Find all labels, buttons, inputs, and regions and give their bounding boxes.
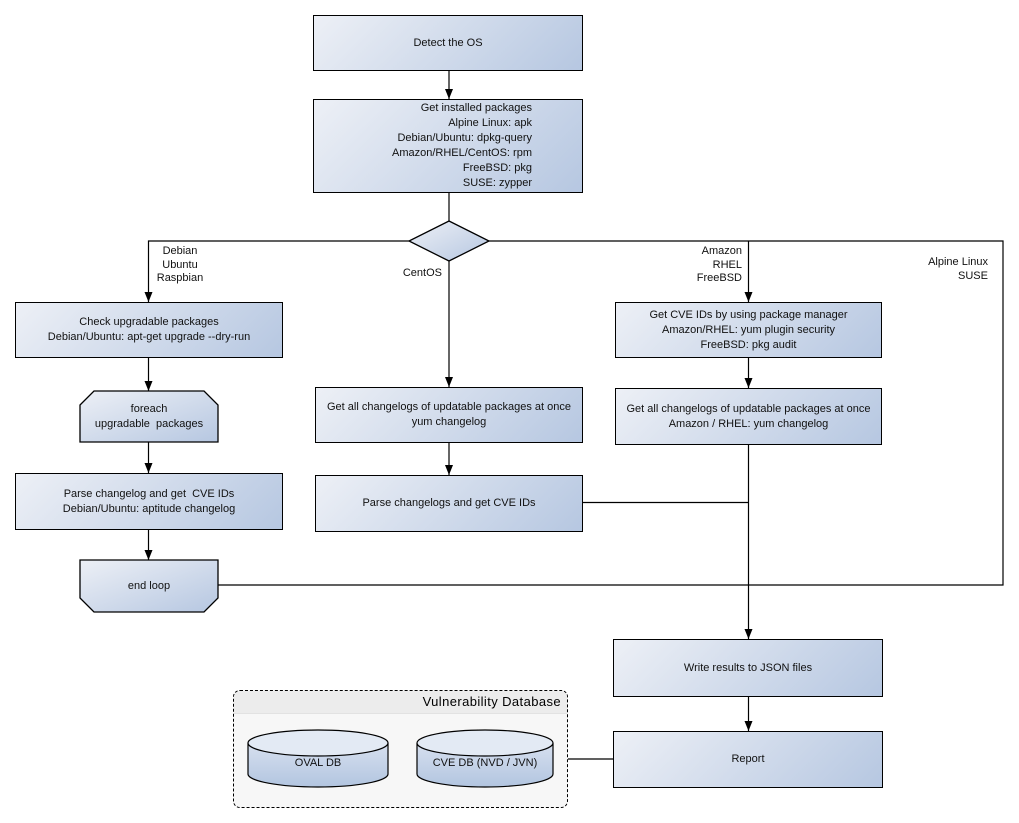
node-detect-os: Detect the OS (313, 15, 583, 71)
edge-label-debian-branch: Debian Ubuntu Raspbian (156, 245, 204, 284)
node-end-loop-label: end loop (127, 579, 171, 592)
cve-db-label: CVE DB (NVD / JVN) (432, 757, 538, 769)
node-foreach-loop-label: foreach upgradable packages (94, 402, 204, 430)
node-parse-changelogs-yum: Parse changelogs and get CVE IDs (315, 475, 583, 532)
cve-db-cylinder-top (416, 729, 554, 757)
edge-label-centos-branch: CentOS (402, 267, 442, 279)
node-write-results-json: Write results to JSON files (613, 639, 883, 697)
os-decision-diamond (407, 220, 491, 262)
edge-label-amazon-branch: Amazon RHEL FreeBSD (696, 245, 742, 284)
oval-db-label: OVAL DB (294, 757, 342, 769)
end-loop-shape (79, 559, 219, 613)
node-get-cve-ids-package-manager: Get CVE IDs by using package manager Ama… (615, 302, 882, 358)
node-get-installed-packages: Get installed packages Alpine Linux: apk… (313, 99, 583, 193)
node-check-upgradable-packages: Check upgradable packages Debian/Ubuntu:… (15, 302, 283, 358)
foreach-loop-shape (79, 390, 219, 443)
oval-db-cylinder-top (247, 729, 389, 757)
edge-debian-branch (144, 240, 409, 302)
node-report: Report (613, 731, 883, 788)
edge-label-alpine-branch: Alpine Linux SUSE (928, 256, 988, 282)
node-parse-changelog-debian: Parse changelog and get CVE IDs Debian/U… (15, 473, 283, 530)
edge-alpine-branch-and-endloop-merge (218, 240, 1004, 586)
vulnerability-database-title: Vulnerability Database (234, 691, 567, 714)
node-get-changelogs-yum: Get all changelogs of updatable packages… (315, 387, 583, 443)
node-get-changelogs-amazon-rhel: Get all changelogs of updatable packages… (615, 388, 882, 445)
